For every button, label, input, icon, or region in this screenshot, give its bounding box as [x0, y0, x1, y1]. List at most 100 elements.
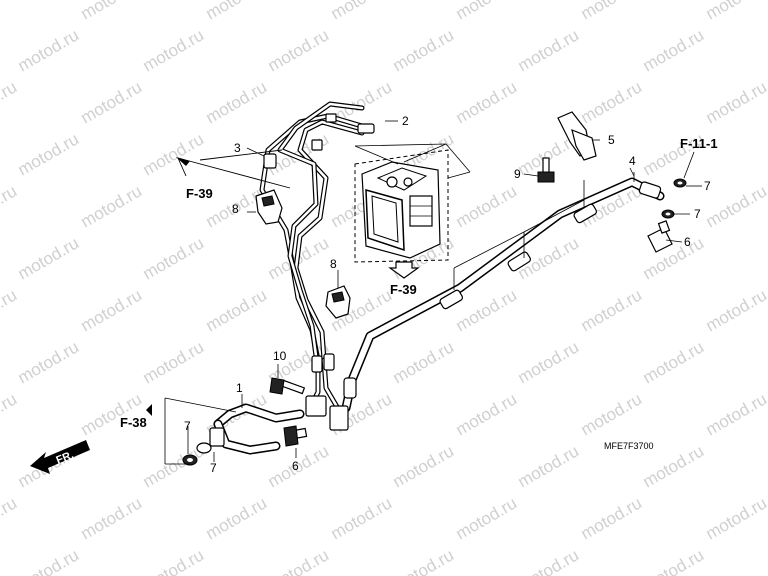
- watermark-text: motod.ru: [203, 285, 271, 335]
- callout-labels: 1 2 3 4 5 6 6 7 7 7 7 8 8 9 10: [184, 114, 711, 475]
- ref-f39-mid: F-39: [390, 282, 417, 297]
- watermark-text: motod.ru: [703, 181, 768, 231]
- watermark-text: motod.ru: [78, 493, 146, 543]
- watermark-text: motod.ru: [703, 77, 768, 127]
- callout-8-upper: 8: [232, 202, 239, 216]
- callout-7-rear-lower: 7: [694, 207, 701, 221]
- callout-1: 1: [236, 381, 243, 395]
- watermark-text: motod.ru: [265, 25, 333, 75]
- watermark-text: motod.ru: [765, 129, 768, 179]
- joint-block-icon: [329, 405, 349, 431]
- watermark-text: motod.ru: [578, 77, 646, 127]
- clamp-icon: [557, 111, 597, 161]
- flare-nut-icon: [311, 355, 323, 373]
- watermark-text: motod.ru: [515, 337, 583, 387]
- watermark-text: motod.ru: [265, 545, 333, 576]
- watermark-text: motod.ru: [203, 493, 271, 543]
- bolt-icon: [269, 377, 306, 395]
- callout-7-rear-upper: 7: [704, 179, 711, 193]
- watermark-text: motod.ru: [453, 389, 521, 439]
- ref-f39-top: F-39: [186, 186, 213, 201]
- watermark-text: motod.ru: [140, 337, 208, 387]
- watermark-text: motod.ru: [203, 77, 271, 127]
- watermark-text: motod.ru: [640, 25, 708, 75]
- watermark-text: motod.ru: [140, 545, 208, 576]
- callout-6-front: 6: [292, 459, 299, 473]
- callout-8-middle: 8: [330, 257, 337, 271]
- watermark-text: motod.ru: [453, 285, 521, 335]
- watermark-text: motod.ru: [0, 389, 20, 439]
- watermark-text: motod.ru: [203, 0, 271, 23]
- watermark-text: motod.ru: [15, 233, 83, 283]
- watermark-text: motod.ru: [0, 77, 20, 127]
- callout-4: 4: [629, 154, 636, 168]
- pipe-fittings: [263, 113, 375, 373]
- watermark-text: motod.ru: [453, 77, 521, 127]
- joint-block-icon: [305, 395, 327, 417]
- callout-7-front-right: 7: [210, 461, 217, 475]
- watermark-text: motod.ru: [78, 285, 146, 335]
- abs-modulator-box: [354, 149, 449, 263]
- watermark-text: motod.ru: [140, 233, 208, 283]
- arrow-icon: [388, 261, 420, 279]
- watermark-text: motod.ru: [328, 0, 396, 23]
- watermark-text: motod.ru: [15, 337, 83, 387]
- watermark-text: motod.ru: [515, 441, 583, 491]
- watermark-text: motod.ru: [0, 181, 20, 231]
- watermark-text: motod.ru: [0, 0, 20, 23]
- ref-arrow-f39-top: [176, 149, 291, 189]
- watermark-text: motod.ru: [390, 25, 458, 75]
- callout-10: 10: [273, 349, 287, 363]
- flare-nut-icon: [263, 153, 277, 169]
- watermark-text: motod.ru: [0, 285, 20, 335]
- watermark-text: motod.ru: [578, 0, 646, 23]
- leader-lines: [354, 143, 471, 179]
- watermark-text: motod.ru: [78, 181, 146, 231]
- watermark-text: motod.ru: [140, 129, 208, 179]
- callout-5: 5: [608, 133, 615, 147]
- ref-f38: F-38: [120, 415, 147, 430]
- watermark-text: motod.ru: [578, 493, 646, 543]
- banjo-bolt-icon: [283, 425, 308, 447]
- banjo-bolt-icon: [647, 220, 673, 253]
- figure-code: MFE7F3700: [604, 441, 654, 451]
- watermark-text: motod.ru: [15, 545, 83, 576]
- watermark-text: motod.ru: [703, 285, 768, 335]
- watermark-text: motod.ru: [765, 441, 768, 491]
- callout-7-front-left: 7: [184, 419, 191, 433]
- watermark-text: motod.ru: [390, 441, 458, 491]
- hose-fittings: [343, 181, 662, 399]
- watermark-text: motod.ru: [78, 77, 146, 127]
- direction-arrow-icon: [30, 440, 90, 474]
- watermark-text: motod.ru: [765, 545, 768, 576]
- watermark-text: motod.ru: [703, 389, 768, 439]
- watermark-text: motod.ru: [703, 0, 768, 23]
- watermark-text: motod.ru: [390, 337, 458, 387]
- watermark-text: motod.ru: [640, 545, 708, 576]
- clamp-icon: [325, 285, 351, 319]
- leader-lines: [164, 120, 702, 465]
- callout-6-rear: 6: [684, 235, 691, 249]
- washer-icon: [661, 178, 687, 219]
- reference-labels: F-39 F-39 F-38 F-11-1: [120, 136, 718, 430]
- watermark-text: motod.ru: [453, 181, 521, 231]
- ref-arrow-f38: [146, 404, 152, 416]
- watermark-text: motod.ru: [578, 389, 646, 439]
- watermark-text: motod.ru: [0, 493, 20, 543]
- watermark-text: motod.ru: [15, 25, 83, 75]
- flare-nut-icon: [357, 123, 375, 134]
- callout-2: 2: [402, 114, 409, 128]
- hose-fittings: [182, 395, 349, 466]
- watermark-text: motod.ru: [15, 129, 83, 179]
- bolt-icon: [537, 157, 555, 183]
- watermark-text: motod.ru: [765, 337, 768, 387]
- watermark-text: motod.ru: [703, 493, 768, 543]
- watermark-text: motod.ru: [515, 545, 583, 576]
- watermark-text: motod.ru: [765, 25, 768, 75]
- watermark-text: motod.ru: [453, 493, 521, 543]
- watermark-text: motod.ru: [140, 25, 208, 75]
- callout-9: 9: [514, 167, 521, 181]
- watermark-text: motod.ru: [640, 337, 708, 387]
